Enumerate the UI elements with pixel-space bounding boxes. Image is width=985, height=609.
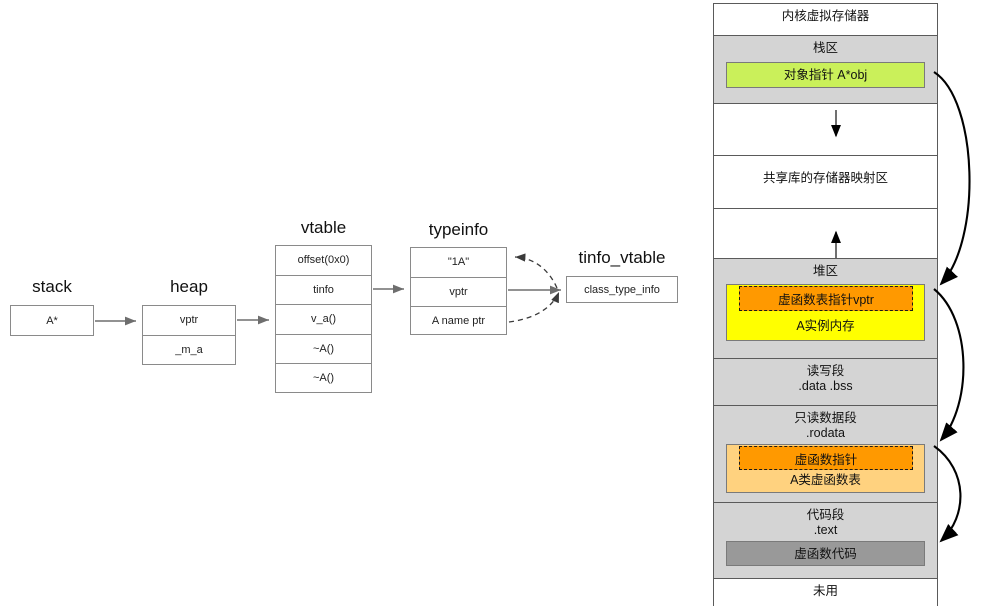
tinfo-vtable-box: class_type_info	[566, 276, 678, 303]
stack-box: A*	[10, 305, 94, 336]
heap-row-m-a: _m_a	[175, 343, 203, 356]
memory-segment-unused: 未用	[714, 579, 937, 607]
heap-box: vptr _m_a	[142, 305, 236, 365]
chip-vfunc-pointer-dashed: 虚函数指针	[739, 446, 913, 470]
memory-segment-heap: 堆区 A实例内存 虚函数表指针vptr	[714, 259, 937, 359]
vtable-box: offset(0x0) tinfo v_a() ~A() ~A()	[275, 245, 372, 393]
typeinfo-caption: typeinfo	[428, 220, 489, 239]
typeinfo-row-name-mangled: "1A"	[411, 248, 506, 278]
memory-map: 内核虚拟存储器 栈区 对象指针 A*obj 共享库的存储器映射区 堆区 A实例内…	[713, 3, 938, 607]
heap-caption: heap	[170, 277, 208, 296]
chip-vptr-dashed: 虚函数表指针vptr	[739, 286, 913, 311]
heap-row-vptr: vptr	[143, 306, 235, 336]
memory-segment-stack-label: 栈区	[812, 41, 838, 55]
stack-caption: stack	[32, 277, 72, 296]
memory-segment-stack: 栈区 对象指针 A*obj	[714, 36, 937, 104]
memory-segment-shared-lib: 共享库的存储器映射区	[714, 156, 937, 209]
arrow-objptr-to-instance	[933, 71, 971, 286]
memory-segment-shared-lib-label: 共享库的存储器映射区	[762, 171, 888, 185]
tinfo-vtable-caption: tinfo_vtable	[578, 248, 666, 267]
memory-segment-rodata-label: 只读数据段 .rodata	[794, 411, 857, 440]
memory-segment-rodata: 只读数据段 .rodata A类虚函数表 虚函数指针	[714, 406, 937, 503]
vtable-row-tinfo: tinfo	[276, 276, 371, 305]
tinfo-vtable-row-class-type-info: class_type_info	[584, 283, 660, 296]
vtable-row-offset: offset(0x0)	[276, 246, 371, 276]
memory-segment-gap-2	[714, 209, 937, 259]
typeinfo-row-vptr: vptr	[411, 278, 506, 307]
memory-segment-heap-label: 堆区	[812, 264, 838, 278]
vtable-caption: vtable	[300, 218, 347, 237]
memory-segment-kernel: 内核虚拟存储器	[714, 4, 937, 36]
stack-row-a-ptr: A*	[46, 314, 58, 327]
arrow-vptr-to-class-vtable	[933, 288, 965, 442]
memory-segment-gap-1	[714, 104, 937, 156]
memory-segment-unused-label: 未用	[812, 584, 838, 598]
chip-vfunc-code: 虚函数代码	[726, 541, 925, 566]
arrow-name-ptr-dashed	[508, 291, 560, 323]
typeinfo-row-name-ptr: A name ptr	[431, 314, 486, 327]
memory-segment-text-label: 代码段 .text	[806, 508, 845, 537]
arrow-tinfo-vtable-to-name-dashed	[514, 253, 558, 289]
vtable-row-v-a: v_a()	[276, 305, 371, 335]
typeinfo-box: "1A" vptr A name ptr	[410, 247, 507, 335]
memory-segment-text: 代码段 .text 虚函数代码	[714, 503, 937, 579]
memory-segment-rw-data: 读写段 .data .bss	[714, 359, 937, 406]
vtable-row-dtor-1: ~A()	[276, 335, 371, 364]
memory-segment-rw-data-label: 读写段 .data .bss	[798, 364, 853, 393]
memory-segment-kernel-label: 内核虚拟存储器	[781, 9, 870, 23]
vtable-row-dtor-2: ~A()	[312, 372, 335, 384]
chip-object-pointer: 对象指针 A*obj	[726, 62, 925, 88]
